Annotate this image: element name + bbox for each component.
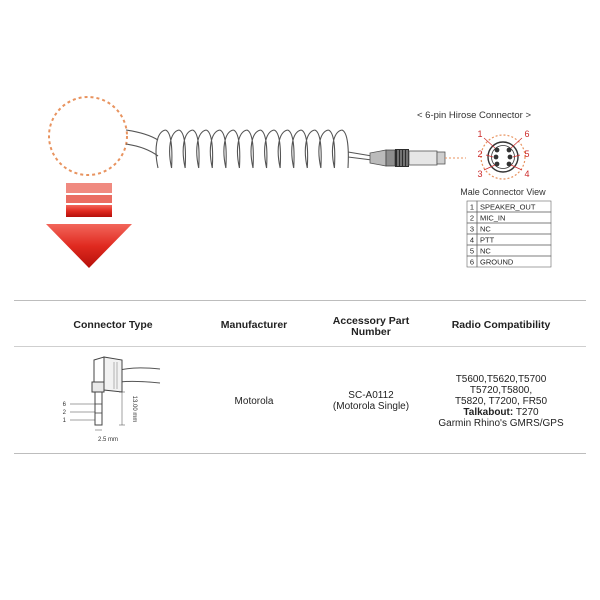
pinout-pin-number: 5 <box>470 247 474 256</box>
pinout-pin-number: 6 <box>470 258 474 267</box>
plug-pin-label: 6 <box>63 402 67 408</box>
pinout-signal: PTT <box>480 236 495 245</box>
pin-dot <box>494 161 500 167</box>
compat-line: T5820, T7200, FR50 <box>454 396 548 407</box>
pin-label-4: 4 <box>524 169 529 179</box>
width-dimension: 2.5 mm <box>98 437 118 443</box>
connector-caption: Male Connector View <box>460 187 546 197</box>
table-top-rule <box>14 300 586 301</box>
pin-label-6: 6 <box>524 129 529 139</box>
garmin-line: Garmin Rhino's GMRS/GPS <box>438 418 564 429</box>
pin-label-5: 5 <box>524 149 529 159</box>
header-part-number-line2: Number <box>351 326 391 338</box>
product-table: Connector Type Manufacturer Accessory Pa… <box>14 300 586 454</box>
down-arrow-icon <box>46 183 132 268</box>
pin-label-3: 3 <box>477 169 482 179</box>
pinout-signal: SPEAKER_OUT <box>480 203 536 212</box>
pinout-pin-number: 4 <box>470 236 474 245</box>
pinout-pin-number: 1 <box>470 203 474 212</box>
pin-dot <box>494 147 500 153</box>
pin-dot <box>506 161 512 167</box>
compat-line: T5600,T5620,T5700 <box>455 374 547 385</box>
header-part-number-line1: Accessory Part <box>332 315 410 327</box>
dashed-highlight-circle <box>48 96 128 176</box>
plug-pin-label: 1 <box>63 418 67 424</box>
pinout-cell <box>476 255 552 268</box>
talkabout-model: T270 <box>513 407 539 418</box>
pin-dot <box>493 154 499 160</box>
pinout-pin-number: 2 <box>470 214 474 223</box>
pinout-pin-number: 3 <box>470 225 474 234</box>
pin-label-2: 2 <box>477 149 482 159</box>
pinout-signal: NC <box>480 247 491 256</box>
manufacturer-cell: Motorola <box>234 396 274 407</box>
part-number: SC-A0112 <box>348 390 394 401</box>
part-number-cell: SC-A0112 (Motorola Single) <box>316 390 426 412</box>
height-dimension: 13.00 mm <box>131 396 137 423</box>
compat-line: T5720,T5800, <box>469 385 533 396</box>
pinout-signal: NC <box>480 225 491 234</box>
pin-dot <box>506 147 512 153</box>
coiled-cable <box>125 129 373 169</box>
table-bottom-rule <box>14 453 586 454</box>
header-manufacturer: Manufacturer <box>220 319 288 331</box>
header-connector-type: Connector Type <box>73 319 153 331</box>
table-header-rule <box>14 346 586 347</box>
pinout-signal: GROUND <box>480 258 514 267</box>
connector-face: 1 6 2 5 3 4 <box>477 129 530 180</box>
talkabout-line: Talkabout: T270 <box>426 407 576 418</box>
pinout-signal: MIC_IN <box>480 214 505 223</box>
header-radio-compat: Radio Compatibility <box>451 319 551 331</box>
pin-dot <box>507 154 513 160</box>
part-note: (Motorola Single) <box>332 401 410 412</box>
header-part-number: Accessory Part Number <box>316 316 426 338</box>
right-angle-plug-drawing: 6 2 1 13.00 mm 2.5 mm <box>63 356 161 443</box>
pin-label-1: 1 <box>477 129 482 139</box>
plug-pin-label: 2 <box>63 410 67 416</box>
talkabout-label: Talkabout: <box>463 407 514 418</box>
radio-compat-cell: T5600,T5620,T5700 T5720,T5800, T5820, T7… <box>426 374 576 429</box>
hirose-plug <box>369 149 466 167</box>
connector-title: < 6-pin Hirose Connector > <box>417 110 532 121</box>
